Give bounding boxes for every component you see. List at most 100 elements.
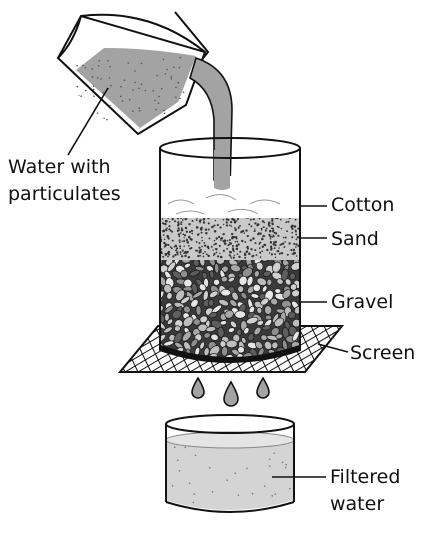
sand-grain bbox=[182, 233, 185, 236]
sand-grain bbox=[248, 223, 251, 226]
sand-grain bbox=[254, 222, 257, 225]
sand-grain bbox=[205, 253, 208, 256]
sand-grain bbox=[216, 224, 219, 227]
gravel-stone bbox=[184, 262, 191, 269]
gravel-stone bbox=[174, 325, 181, 332]
sand-grain bbox=[291, 227, 294, 230]
sand-grain bbox=[207, 254, 210, 258]
sand-grain bbox=[205, 231, 208, 235]
gravel-stone bbox=[246, 316, 259, 325]
sand-grain bbox=[270, 248, 273, 251]
gravel-stone bbox=[203, 332, 211, 339]
sand-grain bbox=[228, 254, 231, 257]
sand-grain bbox=[183, 245, 185, 247]
gravel-stone bbox=[253, 270, 260, 278]
gravel-stone bbox=[255, 261, 264, 271]
sand-grain bbox=[172, 255, 175, 258]
sand-grain bbox=[268, 233, 271, 236]
sand-grain bbox=[248, 252, 251, 255]
sand-grain bbox=[254, 249, 257, 252]
sand-grain bbox=[202, 252, 205, 255]
sand-grain bbox=[215, 248, 218, 251]
gravel-stone bbox=[247, 333, 255, 342]
mesh-line bbox=[280, 326, 342, 372]
gravel-stone bbox=[183, 305, 191, 314]
particle bbox=[92, 85, 95, 88]
sand-grain bbox=[285, 221, 288, 224]
sand-grain bbox=[229, 220, 233, 224]
sand-grain bbox=[222, 223, 225, 226]
sand-grain bbox=[178, 239, 181, 242]
particle bbox=[132, 89, 134, 91]
filtered-particles bbox=[171, 446, 291, 504]
sand-grain bbox=[250, 248, 253, 251]
sand-grain bbox=[273, 241, 276, 244]
sand-grain bbox=[227, 218, 230, 221]
particle bbox=[109, 104, 111, 107]
sand-grain bbox=[256, 224, 259, 226]
cylinder-base bbox=[159, 345, 301, 363]
gravel-stone bbox=[237, 285, 245, 293]
particle bbox=[138, 107, 141, 109]
gravel-stone bbox=[292, 318, 300, 328]
particle bbox=[89, 109, 92, 112]
gravel-stone bbox=[163, 326, 173, 334]
particle bbox=[163, 112, 166, 115]
sand-grain bbox=[160, 248, 163, 250]
sand-grain bbox=[293, 242, 296, 245]
sand-grain bbox=[220, 239, 222, 242]
sand-grain bbox=[214, 219, 217, 222]
sand-grain bbox=[179, 247, 182, 250]
sand-grain bbox=[190, 238, 193, 241]
gravel-stone bbox=[243, 327, 250, 335]
gravel-stone bbox=[252, 283, 261, 292]
sand-grain bbox=[183, 237, 185, 239]
particle bbox=[211, 491, 214, 493]
sand-grain bbox=[280, 227, 283, 230]
sand-grain bbox=[268, 252, 271, 254]
sand-grain bbox=[294, 218, 297, 221]
sand-grain bbox=[274, 256, 277, 259]
particle bbox=[284, 466, 287, 469]
particle bbox=[76, 85, 79, 88]
sand-grain bbox=[195, 219, 198, 221]
particle bbox=[100, 78, 103, 80]
gravel-stone bbox=[190, 338, 199, 348]
sand-grain bbox=[233, 220, 237, 224]
sand-grain bbox=[252, 254, 255, 257]
sand-grain bbox=[274, 244, 277, 247]
beaker-rim-top bbox=[80, 13, 206, 53]
gravel-stone bbox=[206, 265, 214, 272]
sand-grain bbox=[236, 220, 238, 222]
sand-grain bbox=[180, 255, 184, 258]
sand-grain bbox=[258, 217, 261, 220]
sand-grain bbox=[254, 242, 257, 245]
sand-grain bbox=[185, 238, 189, 242]
sand-grain bbox=[215, 251, 218, 254]
sand-grain bbox=[162, 234, 165, 236]
particle bbox=[274, 493, 277, 495]
particle bbox=[173, 66, 175, 68]
sand-grain bbox=[234, 240, 237, 243]
sand-grain bbox=[201, 236, 203, 239]
gravel-stone bbox=[175, 289, 186, 302]
sand-grain bbox=[213, 230, 217, 233]
sand-grain bbox=[199, 254, 202, 257]
particle bbox=[109, 65, 111, 68]
particle bbox=[246, 467, 248, 470]
sand-grain bbox=[246, 234, 249, 238]
label-filtered-line1: Filtered bbox=[330, 466, 400, 488]
sand-grain bbox=[188, 244, 190, 247]
sand-grain bbox=[213, 224, 216, 227]
drop bbox=[191, 376, 205, 399]
gravel-stone bbox=[261, 285, 268, 293]
sand-grain bbox=[291, 231, 294, 234]
sand-grain bbox=[287, 220, 290, 223]
sand-grain bbox=[277, 226, 280, 229]
sand-grain bbox=[185, 230, 189, 233]
gravel-stone bbox=[290, 262, 300, 271]
particle bbox=[82, 64, 84, 67]
sand-grain bbox=[202, 218, 206, 221]
gravel-stone bbox=[273, 317, 285, 328]
sand-grain bbox=[190, 229, 194, 232]
